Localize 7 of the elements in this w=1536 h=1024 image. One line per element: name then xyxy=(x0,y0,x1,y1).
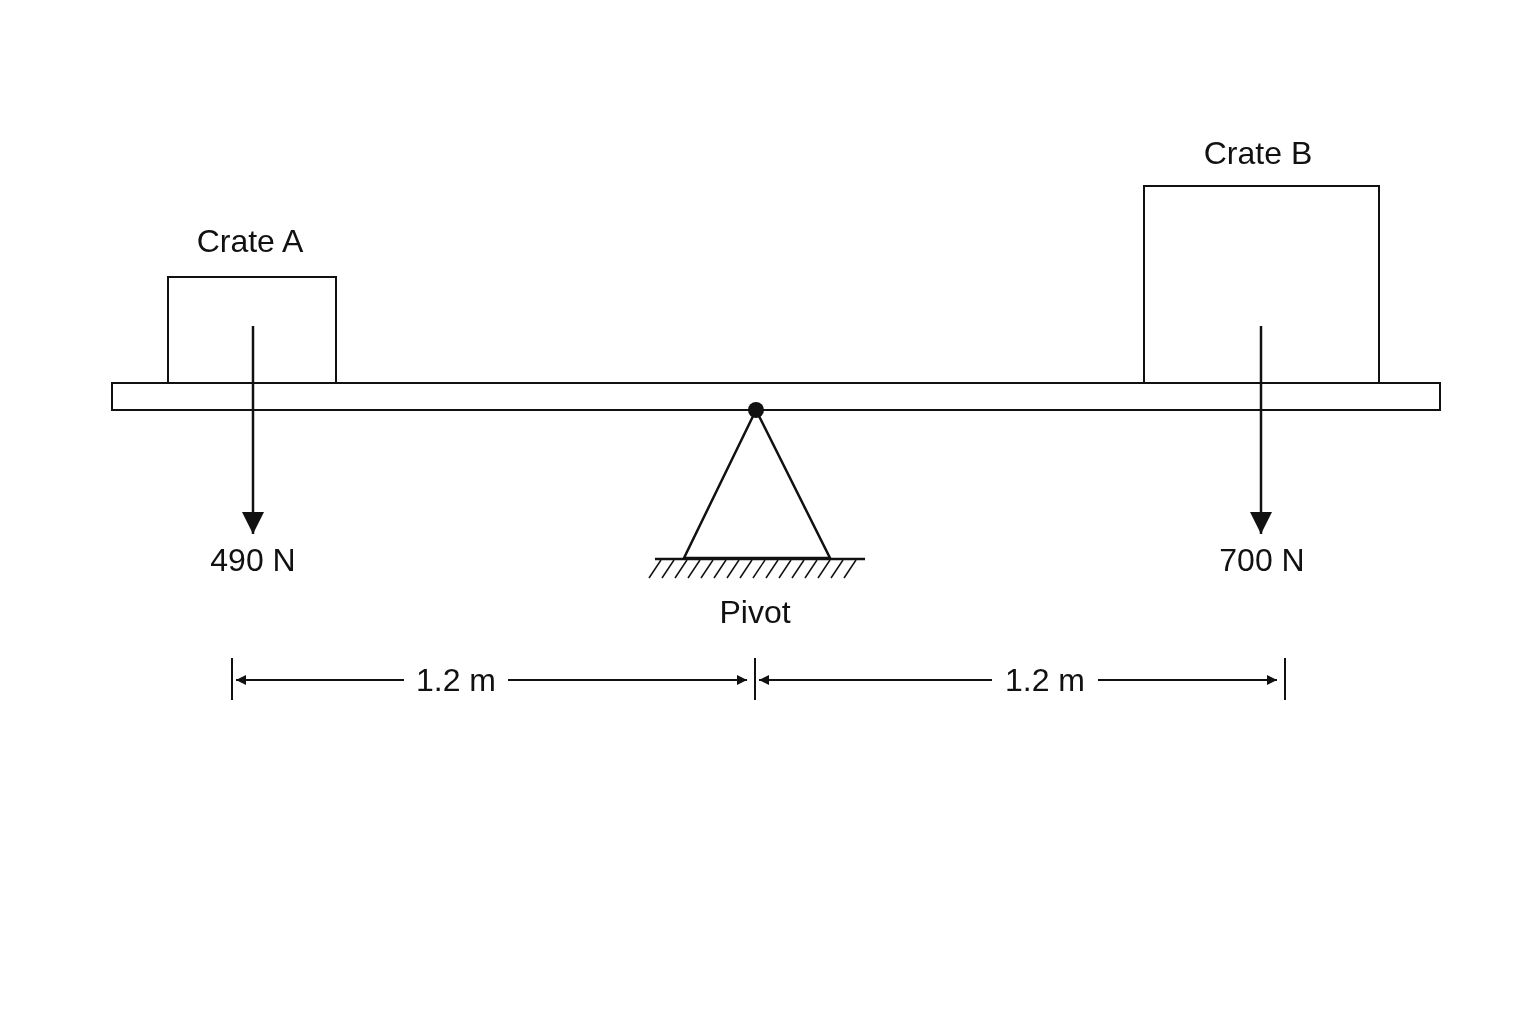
force-value: 490 N xyxy=(210,541,296,579)
dimension-value: 1.2 m xyxy=(416,661,496,699)
crate-label: Crate A xyxy=(196,222,304,260)
crate-label: Crate B xyxy=(1203,134,1313,172)
force-value: 700 N xyxy=(1219,541,1305,579)
dimension-value: 1.2 m xyxy=(1005,661,1085,699)
pivot-label: Pivot xyxy=(719,593,791,631)
